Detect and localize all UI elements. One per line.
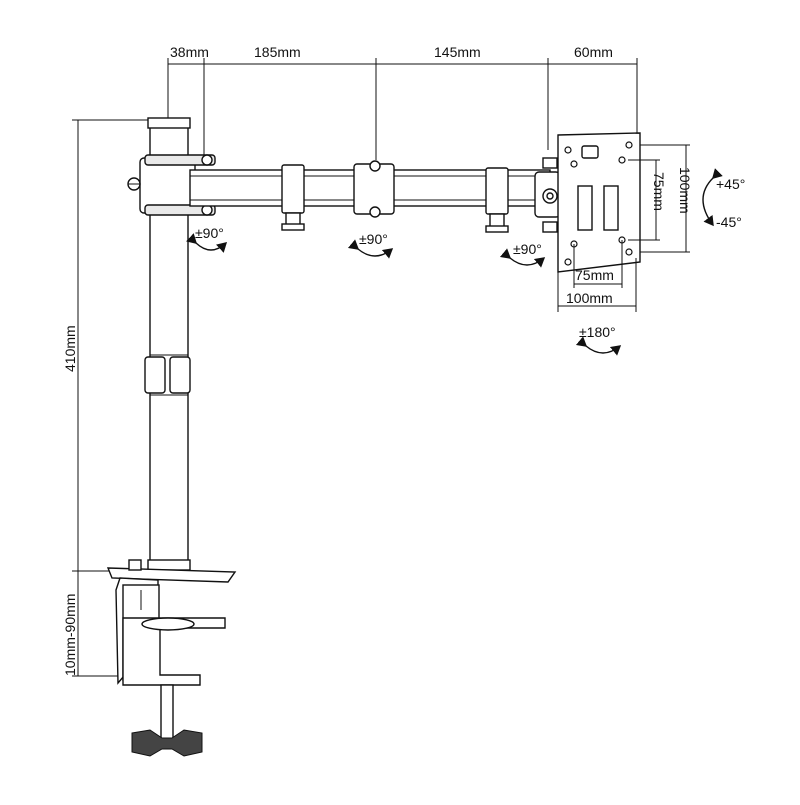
dim-185mm-label: 185mm: [254, 44, 301, 60]
rotation-arrow-3: [499, 248, 546, 268]
vesa-h-75mm-label: 75mm: [575, 267, 614, 283]
dim-38mm-label: 38mm: [170, 44, 209, 60]
vesa-v-75mm-label: 75mm: [651, 172, 667, 211]
top-dimension-line: [167, 58, 638, 160]
rotation-180-label: ±180°: [579, 324, 616, 340]
dim-clamp-range-label: 10mm-90mm: [62, 594, 78, 676]
rotation-arrow-1: [186, 233, 228, 253]
rotation-joint-3-label: ±90°: [513, 241, 542, 257]
vesa-h-100mm-label: 100mm: [566, 290, 613, 306]
height-dimension-line: [72, 119, 150, 677]
vesa-v-100mm-label: 100mm: [677, 167, 693, 214]
dim-145mm-label: 145mm: [434, 44, 481, 60]
rotation-arrow-180: [575, 336, 622, 356]
desk-clamp: [106, 559, 237, 757]
vesa-vertical-dims: [628, 144, 690, 253]
rotation-arrow-2: [347, 239, 394, 259]
dim-60mm-label: 60mm: [574, 44, 613, 60]
vesa-horizontal-dims: [557, 240, 637, 312]
tilt-up-label: +45°: [716, 176, 745, 192]
rotation-joint-1-label: ±90°: [195, 225, 224, 241]
dim-410mm-label: 410mm: [62, 325, 78, 372]
pole-joint: [127, 154, 216, 216]
rotation-joint-2-label: ±90°: [359, 231, 388, 247]
vesa-plate: [557, 132, 641, 273]
tilt-joint: [534, 157, 561, 233]
arm-segment-1: [189, 160, 551, 233]
tilt-down-label: -45°: [716, 214, 742, 230]
tilt-arrow: [702, 168, 723, 227]
